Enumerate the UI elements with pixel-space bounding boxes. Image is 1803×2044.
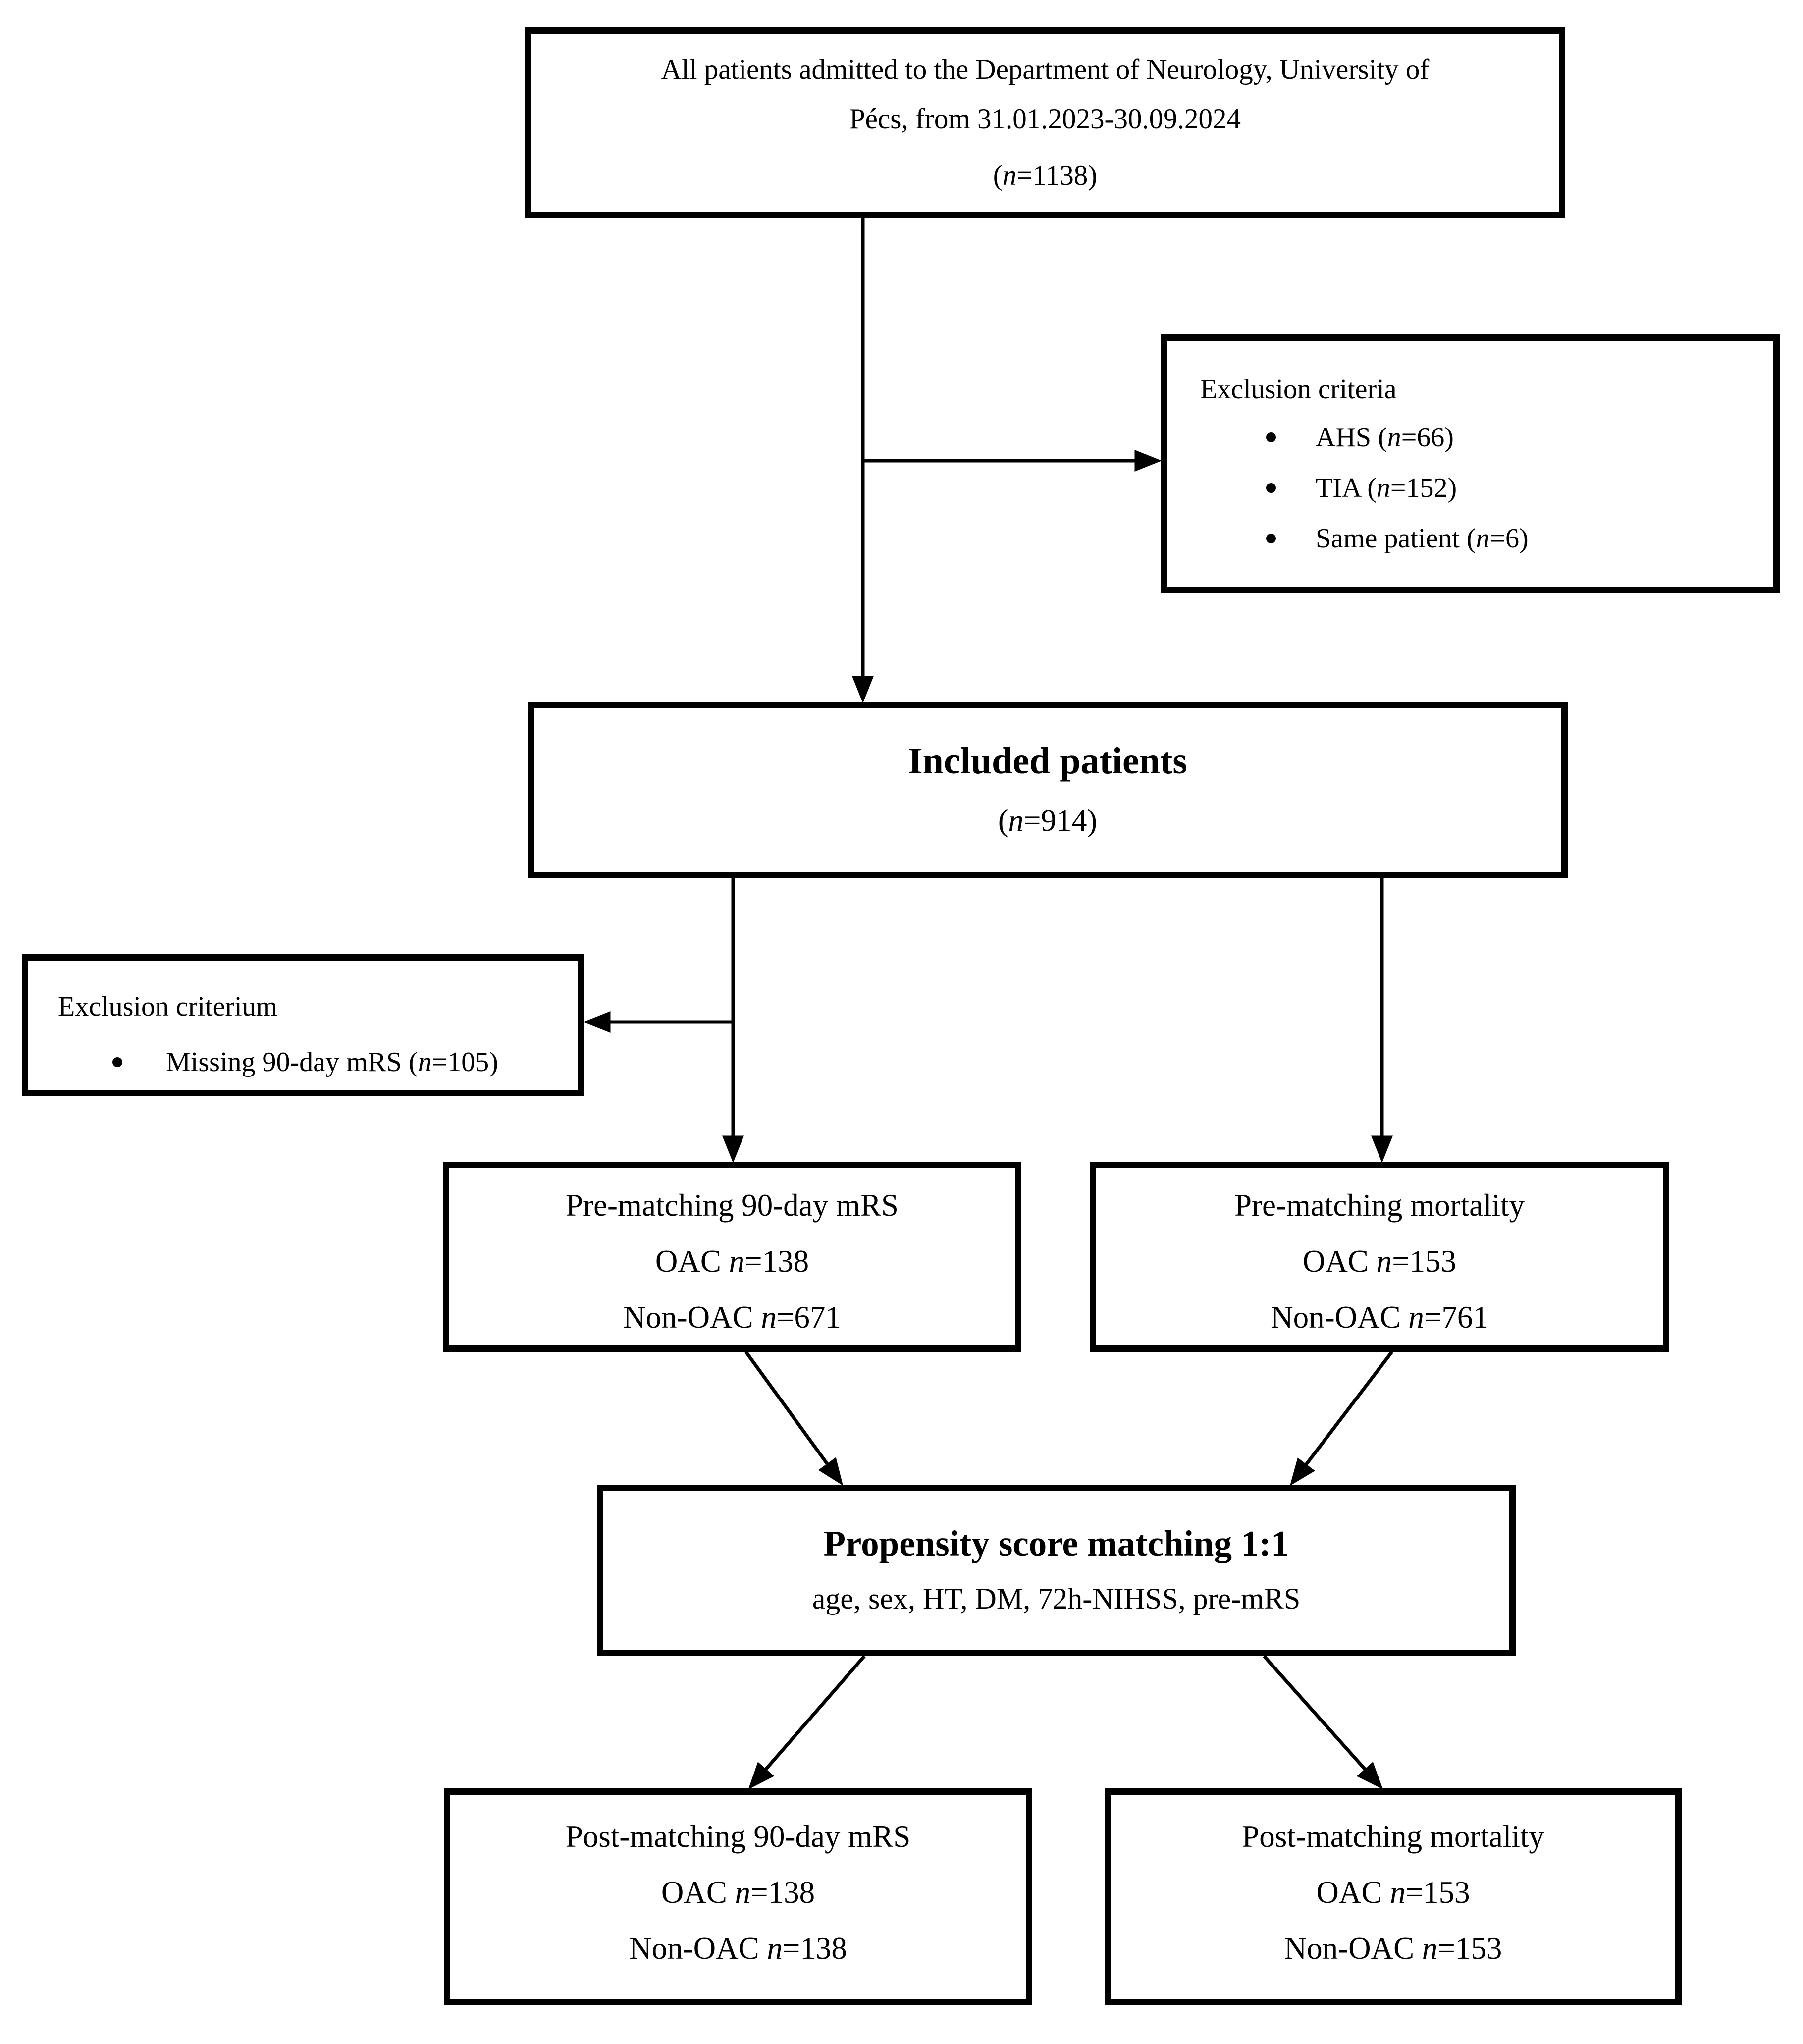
pre-matching-mrs-non-oac: Non-OAC n=671 — [623, 1299, 841, 1335]
bullet-icon — [1266, 534, 1276, 543]
exclusion-item-same-patient: Same patient (n=6) — [1316, 523, 1529, 554]
post-matching-mortality-box: Post-matching mortality OAC n=153 Non-OA… — [1105, 1788, 1682, 2005]
bullet-icon — [1266, 432, 1276, 442]
list-item: AHS (n=66) — [1167, 412, 1454, 463]
connector-pre-mrs-to-psm — [744, 1350, 844, 1486]
pre-matching-mortality-title: Pre-matching mortality — [1234, 1187, 1525, 1223]
bullet-icon — [112, 1057, 122, 1067]
exclusion-item-missing-mrs: Missing 90-day mRS (n=105) — [166, 1047, 498, 1077]
post-matching-mortality-oac: OAC n=153 — [1316, 1875, 1470, 1910]
included-patients-title: Included patients — [908, 740, 1187, 782]
included-patients-n-count: (n=914) — [998, 804, 1098, 838]
pre-matching-mrs-oac: OAC n=138 — [655, 1243, 809, 1279]
pre-matching-mortality-box: Pre-matching mortality OAC n=153 Non-OAC… — [1090, 1162, 1669, 1352]
pre-matching-mortality-oac: OAC n=153 — [1302, 1243, 1457, 1279]
top-box-n-count: (n=1138) — [993, 160, 1098, 191]
bullet-icon — [1266, 483, 1276, 493]
post-matching-mortality-title: Post-matching mortality — [1242, 1819, 1544, 1854]
post-matching-mrs-oac: OAC n=138 — [661, 1875, 815, 1910]
exclusion-item-tia: TIA (n=152) — [1316, 473, 1457, 503]
included-patients-box: Included patients (n=914) — [528, 702, 1568, 878]
connector-psm-to-post-mrs — [748, 1655, 866, 1790]
post-matching-mortality-non-oac: Non-OAC n=153 — [1284, 1931, 1502, 1966]
list-item: TIA (n=152) — [1167, 463, 1457, 513]
propensity-matching-box: Propensity score matching 1:1 age, sex, … — [597, 1485, 1516, 1656]
list-item: Same patient (n=6) — [1167, 513, 1529, 564]
propensity-matching-title: Propensity score matching 1:1 — [823, 1523, 1289, 1563]
exclusion-item-ahs: AHS (n=66) — [1316, 422, 1454, 453]
exclusion-criteria-title: Exclusion criteria — [1200, 374, 1397, 405]
pre-matching-mrs-box: Pre-matching 90-day mRS OAC n=138 Non-OA… — [443, 1162, 1021, 1352]
top-box-line2: Pécs, from 31.01.2023-30.09.2024 — [849, 103, 1241, 135]
connector-pre-mortality-to-psm — [1290, 1350, 1393, 1486]
post-matching-mrs-non-oac: Non-OAC n=138 — [629, 1931, 847, 1966]
connector-psm-to-post-mortality — [1263, 1655, 1383, 1789]
exclusion-criterium-title: Exclusion criterium — [58, 991, 278, 1022]
pre-matching-mrs-title: Pre-matching 90-day mRS — [566, 1187, 899, 1223]
propensity-matching-covariates: age, sex, HT, DM, 72h-NIHSS, pre-mRS — [812, 1582, 1301, 1615]
list-item: Missing 90-day mRS (n=105) — [28, 1035, 498, 1089]
post-matching-mrs-title: Post-matching 90-day mRS — [565, 1819, 911, 1854]
exclusion-criterium-box: Exclusion criterium Missing 90-day mRS (… — [22, 954, 584, 1096]
pre-matching-mortality-non-oac: Non-OAC n=761 — [1271, 1299, 1488, 1335]
post-matching-mrs-box: Post-matching 90-day mRS OAC n=138 Non-O… — [444, 1788, 1032, 2005]
top-box: All patients admitted to the Department … — [525, 27, 1565, 218]
top-box-line1: All patients admitted to the Department … — [661, 54, 1430, 85]
exclusion-criteria-box: Exclusion criteria AHS (n=66) TIA (n=152… — [1161, 334, 1780, 593]
